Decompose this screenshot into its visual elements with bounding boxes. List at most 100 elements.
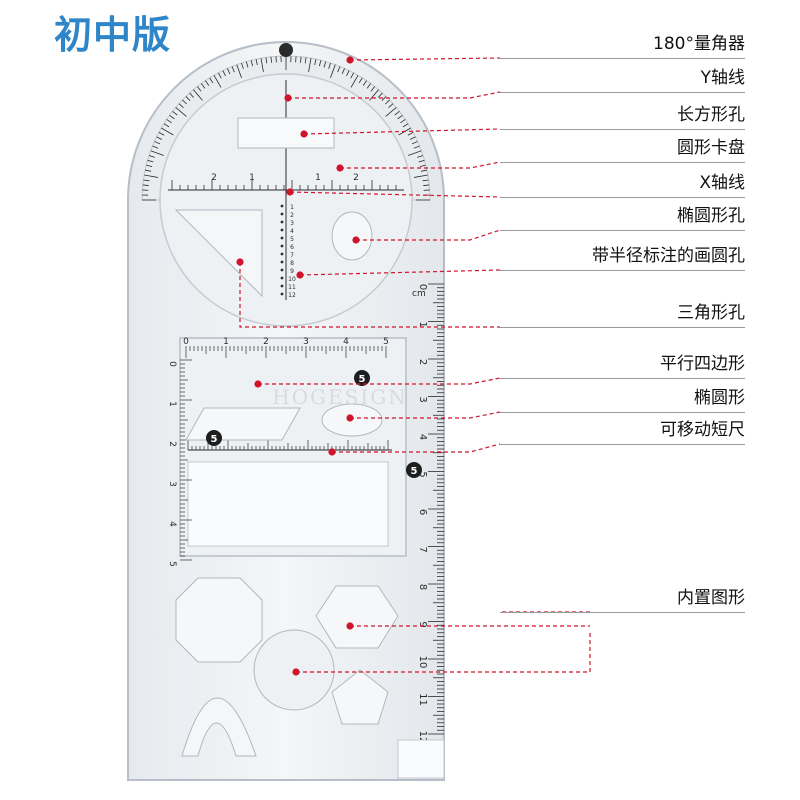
protractor-tick [350, 72, 354, 79]
protractor-tick [397, 115, 403, 120]
protractor-tick [158, 132, 165, 136]
svg-text:5: 5 [211, 434, 218, 445]
watermark: HOGESIGN [272, 385, 408, 409]
protractor-tick [152, 145, 159, 149]
vertical-scale-label: 11 [417, 693, 428, 706]
radius-label: 4 [290, 228, 294, 235]
callout-dot-ellipse [346, 414, 354, 422]
arch-hole [181, 697, 257, 757]
protractor-tick [209, 77, 214, 84]
radius-label: 6 [290, 244, 294, 251]
rectangle-hole [237, 117, 335, 149]
callout-line-parallelogram [258, 377, 501, 385]
vertical-scale-label: 8 [417, 584, 428, 590]
protractor-tick [378, 92, 383, 98]
label-ellipse: 椭圆形 [694, 388, 745, 408]
protractor-tick [381, 96, 387, 102]
svg-text:5: 5 [411, 466, 418, 477]
vertical-scale-label: 3 [417, 396, 428, 402]
protractor-tick [222, 70, 226, 77]
short-ruler-top-label: 3 [303, 337, 309, 347]
callout-dot-y-axis [284, 94, 292, 102]
radius-label: 3 [290, 220, 294, 227]
label-x-axis: X轴线 [699, 173, 745, 193]
knob-icon: 5 [354, 370, 370, 386]
protractor-tick [318, 60, 322, 67]
label-radius-circle-holes: 带半径标注的画圆孔 [592, 246, 745, 266]
short-ruler-top-label: 4 [343, 337, 349, 347]
label-underline [500, 92, 745, 93]
radius-hole [280, 284, 284, 288]
label-ellipse-hole: 椭圆形孔 [677, 206, 745, 226]
protractor-tick [142, 184, 149, 186]
callout-lines [236, 56, 591, 676]
corner-tab [397, 739, 445, 779]
protractor-tick [145, 169, 152, 172]
protractor-tick [260, 58, 264, 73]
label-underline [500, 129, 745, 130]
protractor-badge [279, 43, 293, 57]
radius-label: 2 [290, 212, 294, 219]
protractor-tick [270, 56, 272, 63]
callout-line-radius-circle-holes [299, 269, 501, 276]
label-underline [500, 58, 745, 59]
short-ruler-side-label: 0 [167, 361, 177, 367]
dial-x-label: 2 [353, 173, 359, 183]
short-ruler-side-label: 3 [167, 481, 177, 487]
label-underline [500, 378, 745, 379]
protractor-tick [362, 80, 367, 86]
callout-dot-movable-short-ruler [328, 448, 336, 456]
radius-hole [280, 236, 284, 240]
radius-hole [280, 260, 284, 264]
callout-dot-built-in-shapes [292, 668, 300, 676]
callout-line-protractor [349, 57, 501, 61]
vertical-scale-label: 2 [417, 359, 428, 365]
protractor-tick [245, 61, 249, 68]
label-rectangle-hole: 长方形孔 [677, 105, 745, 125]
protractor-tick [255, 59, 258, 66]
callout-line-y-axis [288, 91, 501, 99]
protractor-tick [143, 179, 150, 182]
protractor-tick [408, 150, 422, 156]
protractor-tick [147, 159, 154, 163]
radius-hole [280, 244, 284, 248]
protractor-tick [417, 155, 424, 158]
protractor-tick [205, 80, 210, 86]
protractor-tick [330, 64, 336, 78]
protractor-tick [197, 86, 202, 92]
radius-label: 5 [290, 236, 294, 243]
protractor-tick [314, 59, 317, 66]
short-ruler-top-label: 1 [223, 337, 229, 347]
callout-line-triangle-hole [239, 262, 500, 328]
protractor-tick [413, 174, 428, 178]
radius-label: 12 [288, 292, 296, 299]
label-protractor: 180°量角器 [653, 34, 745, 54]
protractor-tick [341, 68, 345, 75]
protractor-tick [166, 119, 172, 124]
label-parallelogram: 平行四边形 [660, 354, 745, 374]
protractor-tick [213, 75, 222, 88]
protractor-tick [402, 123, 409, 128]
protractor-tick [148, 155, 155, 158]
protractor-tick [146, 164, 153, 168]
callout-line-circular-dial [340, 161, 501, 169]
protractor-scale [142, 56, 430, 201]
protractor-tick [163, 123, 170, 128]
protractor-tick [423, 184, 430, 186]
ellipse-hole [331, 211, 373, 261]
callout-dot-built-in-shapes-2 [346, 622, 354, 630]
vertical-scale-label: 10 [417, 656, 428, 669]
vertical-scale-unit: cm [412, 289, 426, 299]
callout-dot-radius-circle-holes [296, 271, 304, 279]
triangle-hole [174, 209, 263, 298]
svg-text:5: 5 [359, 374, 366, 385]
protractor-tick [175, 107, 187, 117]
callout-dot-rectangle-hole [300, 130, 308, 138]
